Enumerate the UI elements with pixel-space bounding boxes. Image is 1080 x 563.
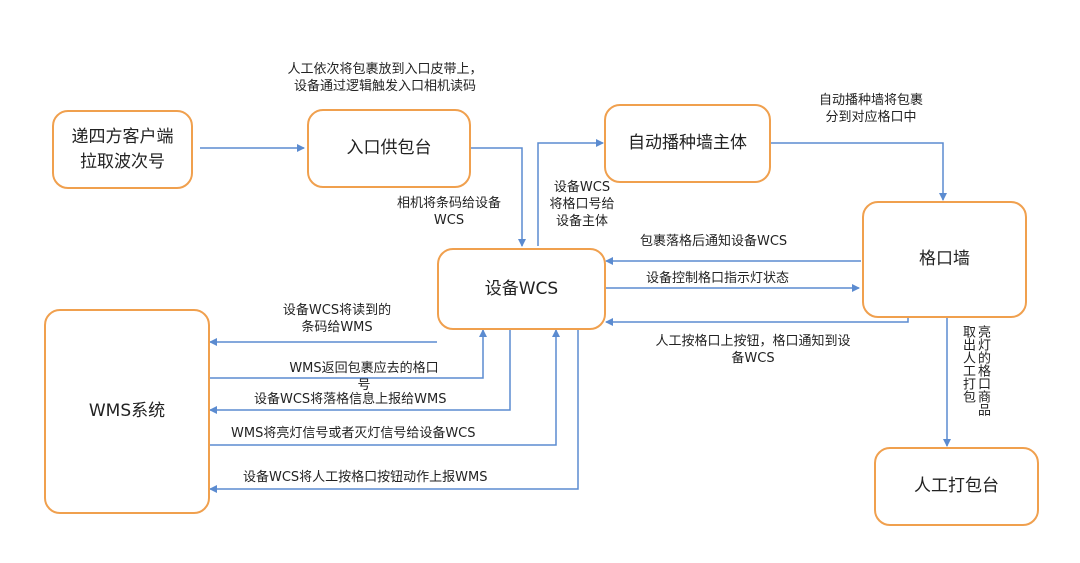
arrow-wms-return-to-wcs [210,329,487,379]
client-line-1: 递四方客户端 [71,126,174,147]
packing-label: 人工打包台 [914,476,999,497]
label-drop-notify: 包裹落格后通知设备WCS [640,234,788,249]
label-wms-return-slot: WMS返回包裹应去的格口号 [289,361,439,393]
label-manual-entry: 人工依次将包裹放到入口皮带上，设备通过逻辑触发入口相机读码 [287,62,483,94]
entry-label: 入口供包台 [346,138,432,159]
label-auto-wall-to-slot: 自动播种墙将包裹分到对应格口中 [818,93,923,125]
wcs-label: 设备WCS [484,278,559,299]
arrow-wcs-report-button-to-wms [209,330,579,493]
label-wcs-barcode-to-wms: 设备WCS将读到的条码给WMS [282,303,392,335]
node-wms-system: WMS系统 [44,309,210,514]
node-grid-wall: 格口墙 [862,201,1027,318]
arrow-gridwall-button-to-wcs [605,318,909,326]
node-entry-feed-station: 入口供包台 [307,109,471,188]
arrow-wcs-report-drop-to-wms [209,330,511,414]
label-wms-light-signal: WMS将亮灯信号或者灭灯信号给设备WCS [231,426,476,441]
label-light-control: 设备控制格口指示灯状态 [646,271,790,286]
arrow-wms-light-to-wcs [210,329,560,446]
node-packing-station: 人工打包台 [874,447,1039,526]
arrow-autowall-to-gridwall [771,142,947,201]
arrow-entry-to-wcs [471,147,526,247]
label-light-pick: 亮灯的格口商品取出人工打包 [960,325,990,416]
label-wcs-report-drop: 设备WCS将落格信息上报给WMS [254,392,447,407]
label-wcs-report-button: 设备WCS将人工按格口按钮动作上报WMS [243,470,488,485]
grid-wall-label: 格口墙 [919,249,970,270]
label-button-notify: 人工按格口上按钮，格口通知到设备WCS [655,334,851,366]
node-device-wcs: 设备WCS [437,248,606,330]
node-auto-sort-wall: 自动播种墙主体 [604,104,771,183]
node-client-wave: 递四方客户端拉取波次号 [52,110,193,189]
auto-wall-label: 自动播种墙主体 [628,133,747,154]
wms-label: WMS系统 [88,401,166,422]
client-line-2: 拉取波次号 [80,151,165,172]
arrow-wcs-to-autowall [537,139,604,246]
